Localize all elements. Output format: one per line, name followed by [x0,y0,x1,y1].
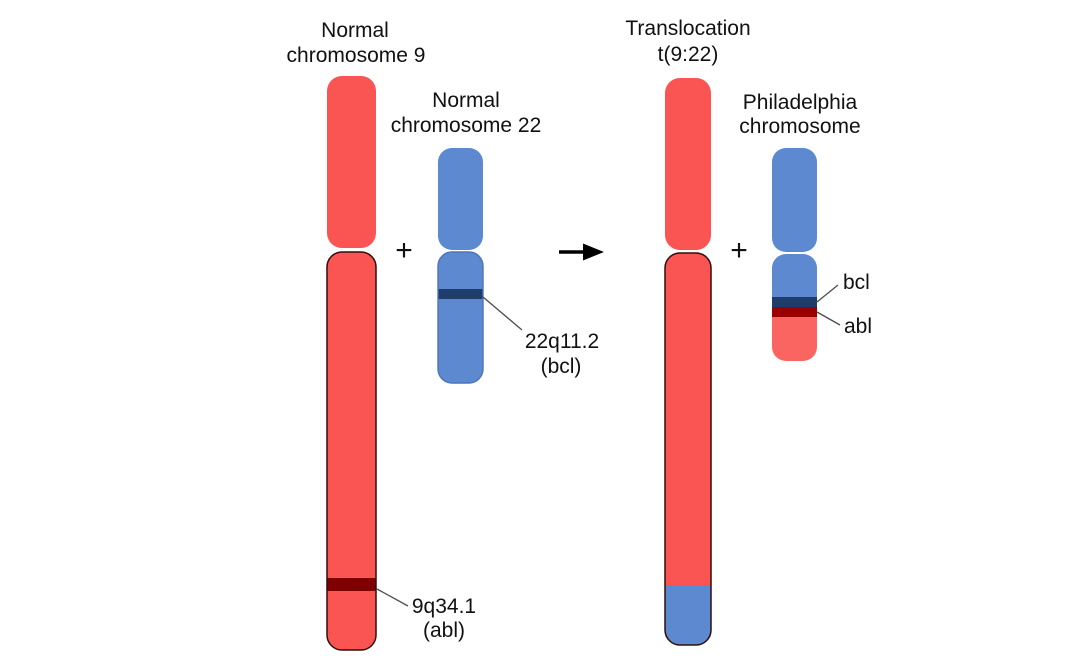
philadelphia-bcl-band [772,297,817,307]
chromosome-9-abl-band [327,578,376,591]
chromosome-9-p-arm [327,76,376,248]
translocation-q-arm-red [665,253,711,645]
chromosome-22: Normal chromosome 22 22q11.2 (bcl) [391,89,599,384]
translocation-q-arm-blue-tip [665,585,711,645]
chromosome-22-q-arm [438,252,483,383]
chromosome-9-band-pointer-line [376,588,409,607]
chromosome-22-band-pointer-line [482,296,523,331]
chromosome-22-band-label-line2: (bcl) [541,355,582,378]
chromosome-22-p-arm [438,148,483,250]
chromosome-22-q-arm-outline [437,251,484,384]
philadelphia-bcl-pointer-line [816,284,839,303]
philadelphia-chromosome: Philadelphia chromosome bcl abl [739,91,872,361]
philadelphia-p-arm [772,148,817,252]
chromosome-9-q-arm [327,252,376,650]
philadelphia-title-line1: Philadelphia [743,91,858,114]
translocation-title-line1: Translocation [625,17,750,40]
plus-sign-left: + [395,234,413,267]
philadelphia-bcl-label: bcl [843,271,870,294]
chromosome-9-band-label-line2: (abl) [423,619,465,642]
plus-sign-right: + [730,234,748,267]
arrow-icon [559,243,604,261]
translocation-p-arm [665,78,711,250]
chromosome-9-title-line2: chromosome 9 [287,44,426,67]
chromosome-22-title-line2: chromosome 22 [391,114,542,137]
chromosome-22-bcl-band [438,289,483,299]
chromosome-9-band-label-line1: 9q34.1 [412,595,476,618]
translocation-chromosome: Translocation t(9:22) [625,17,751,646]
philadelphia-abl-pointer-line [816,311,841,326]
chromosome-22-title-line1: Normal [432,89,500,112]
translocation-q-arm-outline [664,252,712,646]
chromosome-9-title-line1: Normal [321,19,389,42]
chromosome-9: Normal chromosome 9 9q34.1 (abl) [287,19,476,651]
philadelphia-abl-band [772,307,817,317]
chromosome-22-band-label-line1: 22q11.2 [525,330,599,353]
chromosome-9-q-arm-outline [326,251,377,651]
philadelphia-q-arm-blue [772,254,817,297]
philadelphia-title-line2: chromosome [739,115,860,138]
translocation-title-line2: t(9:22) [658,43,719,66]
philadelphia-q-arm-red [772,317,817,361]
philadelphia-abl-label: abl [844,315,872,338]
